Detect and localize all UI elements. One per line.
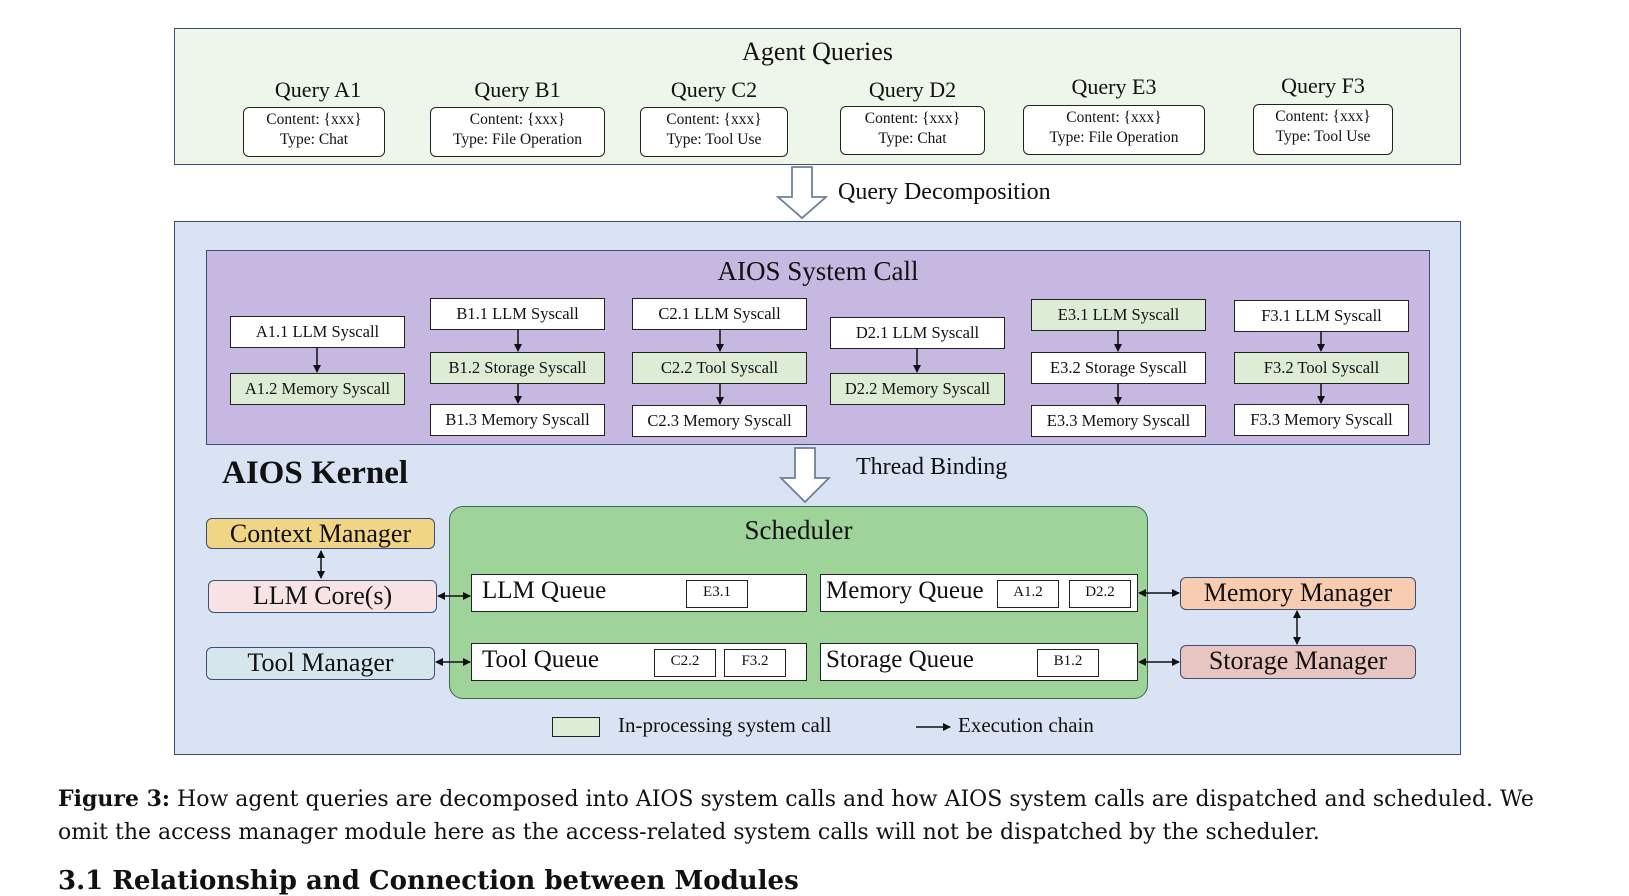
syscall-c2-3: C2.3 Memory Syscall	[632, 405, 807, 437]
query-a1-content: Content: {xxx}	[266, 111, 362, 128]
syscall-b1-2: B1.2 Storage Syscall	[430, 352, 605, 384]
syscall-a1-1: A1.1 LLM Syscall	[230, 316, 405, 348]
query-e3-type: Type: File Operation	[1049, 129, 1179, 146]
llm-queue: LLM Queue E3.1	[471, 574, 807, 612]
tool-queue-item-f3-2: F3.2	[724, 649, 786, 677]
aios-system-call-panel	[206, 250, 1430, 445]
syscall-f3-2: F3.2 Tool Syscall	[1234, 352, 1409, 384]
syscall-c2-2: C2.2 Tool Syscall	[632, 352, 807, 384]
query-f3-content: Content: {xxx}	[1275, 108, 1371, 125]
query-a1-type: Type: Chat	[279, 131, 349, 148]
query-c2-box: Content: {xxx} Type: Tool Use	[640, 107, 788, 157]
query-c2-name: Query C2	[670, 77, 758, 102]
figure-caption-label: Figure 3:	[58, 786, 171, 812]
memory-manager: Memory Manager	[1180, 577, 1416, 610]
syscall-e3-3: E3.3 Memory Syscall	[1031, 405, 1206, 437]
tool-manager: Tool Manager	[206, 647, 435, 680]
aios-system-call-title: AIOS System Call	[717, 256, 919, 286]
query-d2-name: Query D2	[868, 77, 957, 102]
query-a1-name: Query A1	[274, 77, 362, 102]
memory-queue-item-a1-2: A1.2	[997, 580, 1059, 608]
aios-kernel-title: AIOS Kernel	[222, 455, 409, 491]
query-d2-content: Content: {xxx}	[864, 110, 961, 127]
storage-queue-label: Storage Queue	[826, 646, 974, 673]
agent-queries-panel	[174, 28, 1461, 165]
figure-caption-text: How agent queries are decomposed into AI…	[58, 787, 1534, 845]
tool-queue: Tool Queue C2.2 F3.2	[471, 643, 807, 681]
legend-in-processing-swatch	[552, 717, 600, 737]
query-b1-box: Content: {xxx} Type: File Operation	[430, 107, 605, 157]
thread-binding-arrow	[778, 447, 832, 504]
syscall-e3-1: E3.1 LLM Syscall	[1031, 299, 1206, 331]
syscall-a1-2: A1.2 Memory Syscall	[230, 373, 405, 405]
query-b1-type: Type: File Operation	[453, 131, 582, 148]
scheduler-title: Scheduler	[744, 515, 853, 545]
thread-binding-label: Thread Binding	[856, 454, 1008, 480]
query-e3-content: Content: {xxx}	[1066, 109, 1162, 126]
tool-queue-label: Tool Queue	[482, 646, 599, 673]
memory-queue-item-d2-2: D2.2	[1069, 580, 1131, 608]
storage-queue: Storage Queue B1.2	[820, 643, 1138, 681]
syscall-b1-1: B1.1 LLM Syscall	[430, 298, 605, 330]
syscall-e3-2: E3.2 Storage Syscall	[1031, 352, 1206, 384]
memory-queue: Memory Queue A1.2 D2.2	[820, 574, 1138, 612]
syscall-b1-3: B1.3 Memory Syscall	[430, 404, 605, 436]
query-d2-type: Type: Chat	[878, 130, 947, 147]
llm-queue-label: LLM Queue	[482, 577, 607, 604]
storage-manager: Storage Manager	[1180, 645, 1416, 679]
next-section-heading: 3.1 Relationship and Connection between …	[58, 866, 799, 896]
syscall-c2-1: C2.1 LLM Syscall	[632, 298, 807, 330]
query-decomposition-arrow	[775, 166, 829, 220]
tool-queue-item-c2-2: C2.2	[654, 649, 716, 677]
llm-core: LLM Core(s)	[208, 580, 437, 613]
memory-queue-label: Memory Queue	[826, 577, 984, 604]
query-decomposition-label: Query Decomposition	[838, 179, 1051, 205]
syscall-f3-3: F3.3 Memory Syscall	[1234, 404, 1409, 436]
query-f3-box: Content: {xxx} Type: Tool Use	[1253, 104, 1393, 155]
storage-queue-item-b1-2: B1.2	[1037, 649, 1099, 677]
context-manager: Context Manager	[206, 518, 435, 549]
syscall-f3-1: F3.1 LLM Syscall	[1234, 300, 1409, 332]
query-e3-box: Content: {xxx} Type: File Operation	[1023, 105, 1205, 155]
agent-queries-title: Agent Queries	[742, 37, 893, 66]
syscall-d2-2: D2.2 Memory Syscall	[830, 373, 1005, 405]
syscall-d2-1: D2.1 LLM Syscall	[830, 317, 1005, 349]
query-a1-box: Content: {xxx} Type: Chat	[243, 107, 385, 157]
query-e3-name: Query E3	[1071, 74, 1157, 99]
query-b1-name: Query B1	[474, 77, 561, 102]
legend-execution-chain-label: Execution chain	[958, 713, 1094, 737]
legend-in-processing-label: In-processing system call	[618, 713, 832, 737]
query-f3-name: Query F3	[1281, 73, 1365, 98]
query-f3-type: Type: Tool Use	[1275, 128, 1371, 145]
figure-caption: Figure 3: How agent queries are decompos…	[58, 783, 1578, 849]
llm-queue-item-e3-1: E3.1	[686, 580, 748, 608]
query-c2-content: Content: {xxx}	[666, 111, 762, 128]
query-b1-content: Content: {xxx}	[469, 111, 566, 128]
query-c2-type: Type: Tool Use	[666, 131, 762, 148]
query-d2-box: Content: {xxx} Type: Chat	[840, 106, 985, 155]
